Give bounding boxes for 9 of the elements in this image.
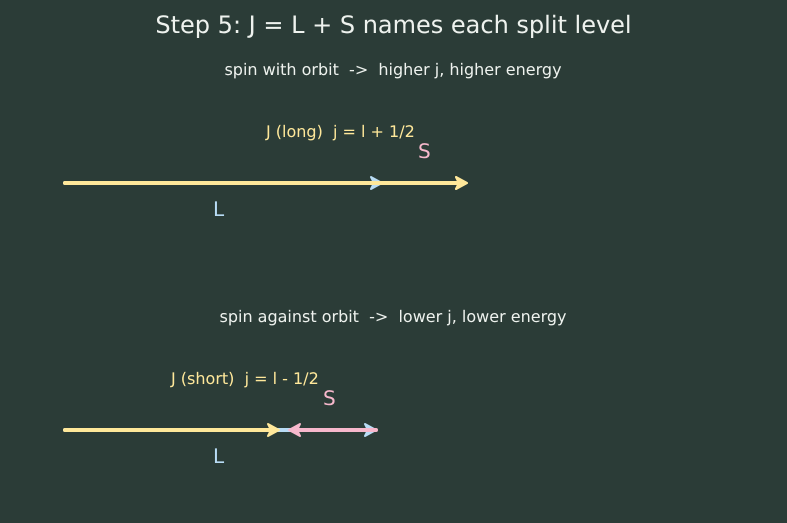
vector-label: L [213, 197, 224, 222]
vector-label: S [418, 139, 431, 164]
title: Step 5: J = L + S names each split level [155, 10, 632, 41]
spin-heading: spin against orbit -> lower j, lower energy [220, 307, 566, 327]
spin-heading: spin with orbit -> higher j, higher energy [224, 60, 562, 80]
vector-label: J (long) j = l + 1/2 [266, 122, 415, 142]
vector-label: L [213, 444, 224, 469]
vector-label: J (short) j = l - 1/2 [171, 369, 319, 389]
vector-label: S [323, 386, 336, 411]
